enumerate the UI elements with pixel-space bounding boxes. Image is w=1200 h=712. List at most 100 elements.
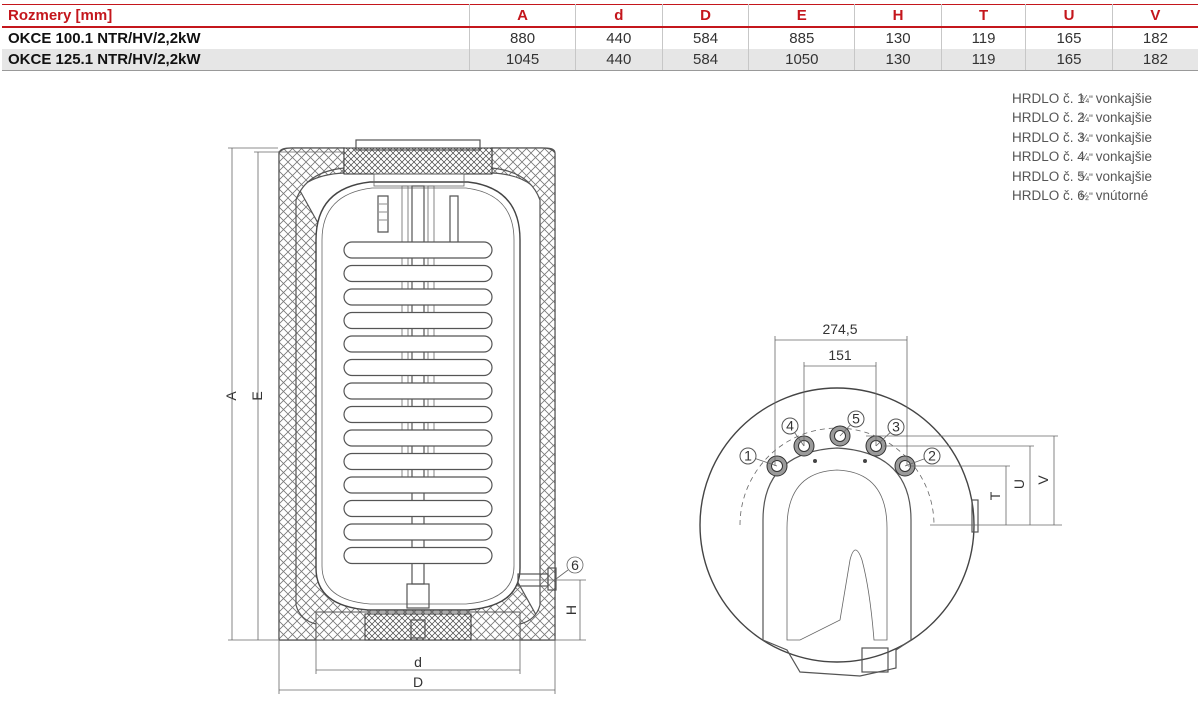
value-cell: 119 <box>941 49 1027 71</box>
bottom-flange <box>364 613 472 641</box>
dim-U-label: U <box>1011 479 1027 489</box>
dim-d-label: d <box>414 654 422 670</box>
value-cell: 130 <box>854 49 942 71</box>
legend-item: HRDLO č. 4 ¾"vonkajšie <box>1012 148 1152 167</box>
coil-turn <box>343 358 493 377</box>
side-dimension-lines <box>228 147 586 694</box>
legend-label: HRDLO č. 4 <box>1012 149 1085 165</box>
value-cell: 182 <box>1142 30 1168 47</box>
legend-size: ¾" <box>1079 171 1093 184</box>
legend-type: vnútorné <box>1095 188 1149 204</box>
header-cell: U <box>1025 4 1113 28</box>
port-legend: HRDLO č. 1 ¾"vonkajšie HRDLO č. 2 ¾"vonk… <box>1012 90 1152 206</box>
legend-label: HRDLO č. 2 <box>1012 110 1085 126</box>
coil-turn <box>343 335 493 353</box>
coil-turn <box>343 523 493 541</box>
legend-item: HRDLO č. 2 ¾"vonkajšie <box>1012 109 1152 128</box>
port-number-label: 2 <box>928 448 936 464</box>
port-number-circle <box>923 447 941 465</box>
port-number-circle <box>847 410 865 428</box>
port-number-circle <box>887 418 905 436</box>
coil-turn <box>343 499 493 518</box>
port-number-circle <box>781 417 799 435</box>
cover-outline <box>762 447 912 677</box>
dim-A-label: A <box>223 391 239 401</box>
port-number-label: 4 <box>786 418 794 434</box>
header-cell: V <box>1112 4 1198 28</box>
legend-item: HRDLO č. 1 ¾"vonkajšie <box>1012 90 1152 109</box>
dim-D-label: D <box>413 674 423 690</box>
header-cell: T <box>941 4 1027 28</box>
port-number-label: 3 <box>892 419 900 435</box>
legend-size: ¾" <box>1079 152 1093 165</box>
table-row: OKCE 125.1 NTR/HV/2,2kW 1045 440 584 105… <box>2 49 1198 71</box>
value-cell: 165 <box>1025 49 1113 71</box>
dim-V-label: V <box>1035 475 1051 485</box>
coil-turn <box>343 311 493 330</box>
coil-turn <box>343 452 493 471</box>
legend-item: HRDLO č. 3 ¾"vonkajšie <box>1012 129 1152 148</box>
insulation-right <box>491 147 556 641</box>
side-section-view: 6 A E d D H <box>223 139 586 694</box>
value-cell: 1050 <box>748 49 856 71</box>
top-cover <box>343 147 493 175</box>
legend-size: ¾" <box>1079 132 1093 145</box>
value-cell: 440 <box>575 27 663 49</box>
coil-turn <box>343 546 493 565</box>
table-row: OKCE 100.1 NTR/HV/2,2kW 880 440 584 885 … <box>2 27 1198 49</box>
value-cell: 1045 <box>469 49 576 71</box>
port-number-circle <box>739 447 757 465</box>
table-header-row: Rozmery [mm] A d D E H T U V <box>2 4 1198 28</box>
legend-label: HRDLO č. 1 <box>1012 91 1085 106</box>
legend-type: vonkajšie <box>1095 110 1153 126</box>
header-cell: E <box>748 4 856 28</box>
dim-H-label: H <box>563 605 579 615</box>
legend-item: HRDLO č. 6 ½"vnútorné <box>1012 187 1152 206</box>
coil-turn <box>343 382 493 400</box>
dimensions-table: Rozmery [mm] A d D E H T U V OKCE 100.1 … <box>2 4 1198 71</box>
legend-type: vonkajšie <box>1095 149 1153 165</box>
legend-type: vonkajšie <box>1095 168 1153 184</box>
coil-turn <box>343 288 493 306</box>
legend-size: ¾" <box>1079 94 1093 106</box>
port-number-label: 1 <box>744 448 752 464</box>
value-cell: 119 <box>941 27 1027 49</box>
port-6-label: 6 <box>571 557 579 573</box>
value-cell: 130 <box>854 27 942 49</box>
legend-label: HRDLO č. 3 <box>1012 129 1085 145</box>
value-cell: 165 <box>1025 27 1113 49</box>
top-dimension-lines <box>774 336 1062 526</box>
dim-E-label: E <box>249 391 265 400</box>
legend-label: HRDLO č. 6 <box>1012 188 1085 204</box>
value-cell: 584 <box>662 27 750 49</box>
legend-size: ½" <box>1079 191 1093 204</box>
coil-turn <box>343 476 493 494</box>
value-cell: 440 <box>575 49 663 71</box>
coil-turn <box>343 429 493 447</box>
coil-turn <box>343 264 493 283</box>
header-cell: H <box>854 4 942 28</box>
heat-exchanger-coil <box>343 241 493 565</box>
legend-item: HRDLO č. 5 ¾"vonkajšie <box>1012 168 1152 187</box>
coil-turn <box>343 405 493 424</box>
legend-size: ¾" <box>1079 113 1093 126</box>
value-cell: 584 <box>662 49 750 71</box>
model-cell: OKCE 125.1 NTR/HV/2,2kW <box>2 49 471 71</box>
coil-turn <box>343 241 493 259</box>
port-number-label: 5 <box>852 411 860 427</box>
header-cell: D <box>662 4 750 28</box>
legend-label: HRDLO č. 5 <box>1012 168 1085 184</box>
dim-T-label: T <box>987 491 1003 500</box>
dim-151-label: 151 <box>828 347 852 363</box>
top-view: 1 2 3 4 5 274,5 151 T U V <box>699 321 1062 677</box>
value-cell: 885 <box>748 27 856 49</box>
dim-274-label: 274,5 <box>822 321 857 337</box>
legend-type: vonkajšie <box>1095 129 1153 145</box>
legend-type: vonkajšie <box>1095 91 1153 106</box>
value-cell: 880 <box>469 27 576 49</box>
header-cell: A <box>469 4 576 28</box>
header-cell: d <box>575 4 663 28</box>
model-cell: OKCE 100.1 NTR/HV/2,2kW <box>2 27 471 49</box>
header-cell: Rozmery [mm] <box>2 4 471 28</box>
